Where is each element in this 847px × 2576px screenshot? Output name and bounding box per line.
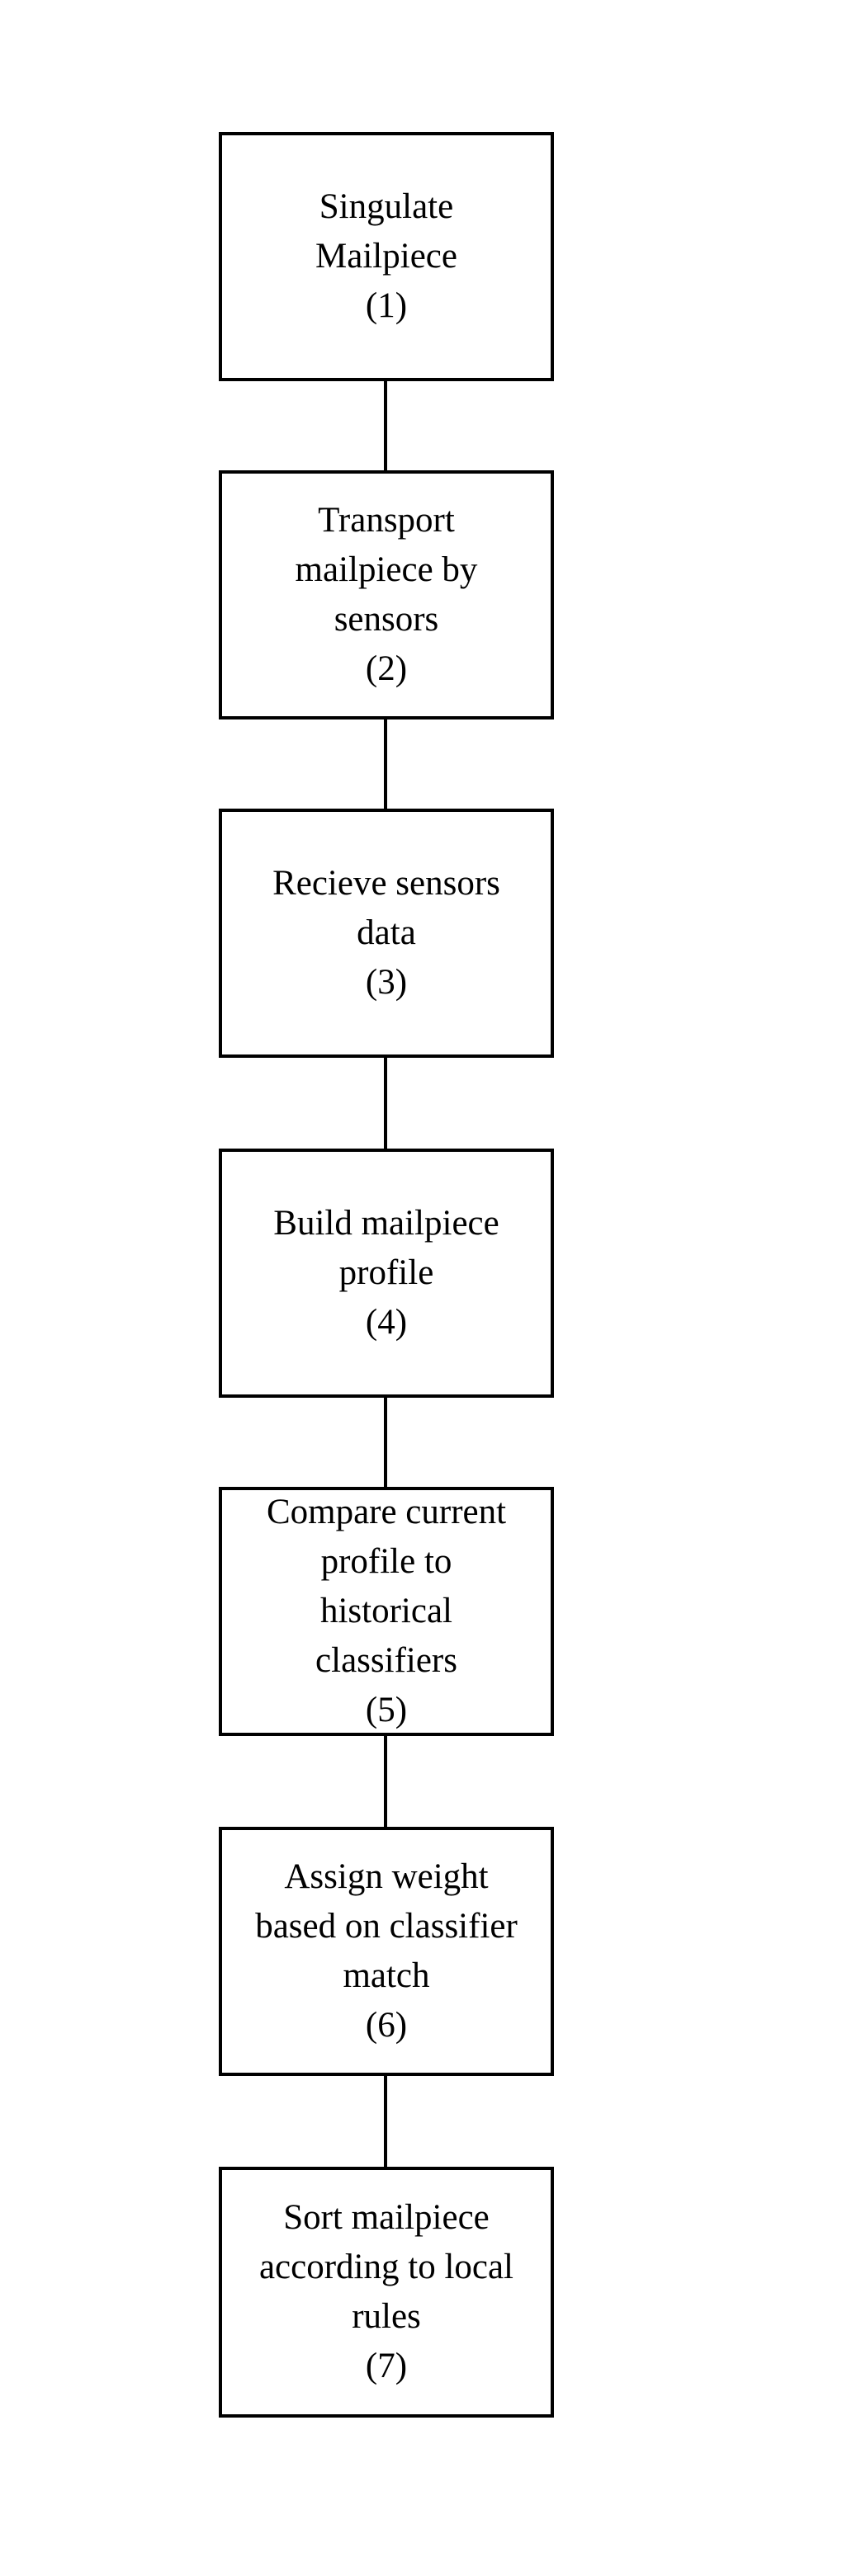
step-1-label: Singulate Mailpiece [315, 182, 457, 281]
step-7-box: Sort mailpiece according to local rules … [219, 2167, 554, 2418]
step-6-box: Assign weight based on classifier match … [219, 1827, 554, 2076]
step-1-box: Singulate Mailpiece (1) [219, 132, 554, 381]
step-4-label: Build mailpiece profile [273, 1199, 499, 1298]
step-1-number: (1) [366, 281, 407, 331]
connector-2-3 [384, 719, 387, 809]
step-5-number: (5) [366, 1686, 407, 1735]
connector-5-6 [384, 1736, 387, 1827]
step-2-box: Transport mailpiece by sensors (2) [219, 470, 554, 719]
step-2-label: Transport mailpiece by sensors [296, 496, 478, 644]
connector-3-4 [384, 1058, 387, 1149]
step-7-label: Sort mailpiece according to local rules [259, 2193, 513, 2342]
step-5-box: Compare current profile to historical cl… [219, 1487, 554, 1736]
connector-4-5 [384, 1398, 387, 1487]
step-3-label: Recieve sensors data [272, 859, 500, 958]
step-4-box: Build mailpiece profile (4) [219, 1149, 554, 1398]
step-3-box: Recieve sensors data (3) [219, 809, 554, 1058]
step-6-number: (6) [366, 2001, 407, 2050]
step-6-label: Assign weight based on classifier match [255, 1852, 518, 2001]
connector-1-2 [384, 381, 387, 470]
step-3-number: (3) [366, 958, 407, 1007]
step-2-number: (2) [366, 644, 407, 694]
step-7-number: (7) [366, 2342, 407, 2391]
step-4-number: (4) [366, 1298, 407, 1347]
connector-6-7 [384, 2076, 387, 2167]
step-5-label: Compare current profile to historical cl… [267, 1488, 506, 1686]
